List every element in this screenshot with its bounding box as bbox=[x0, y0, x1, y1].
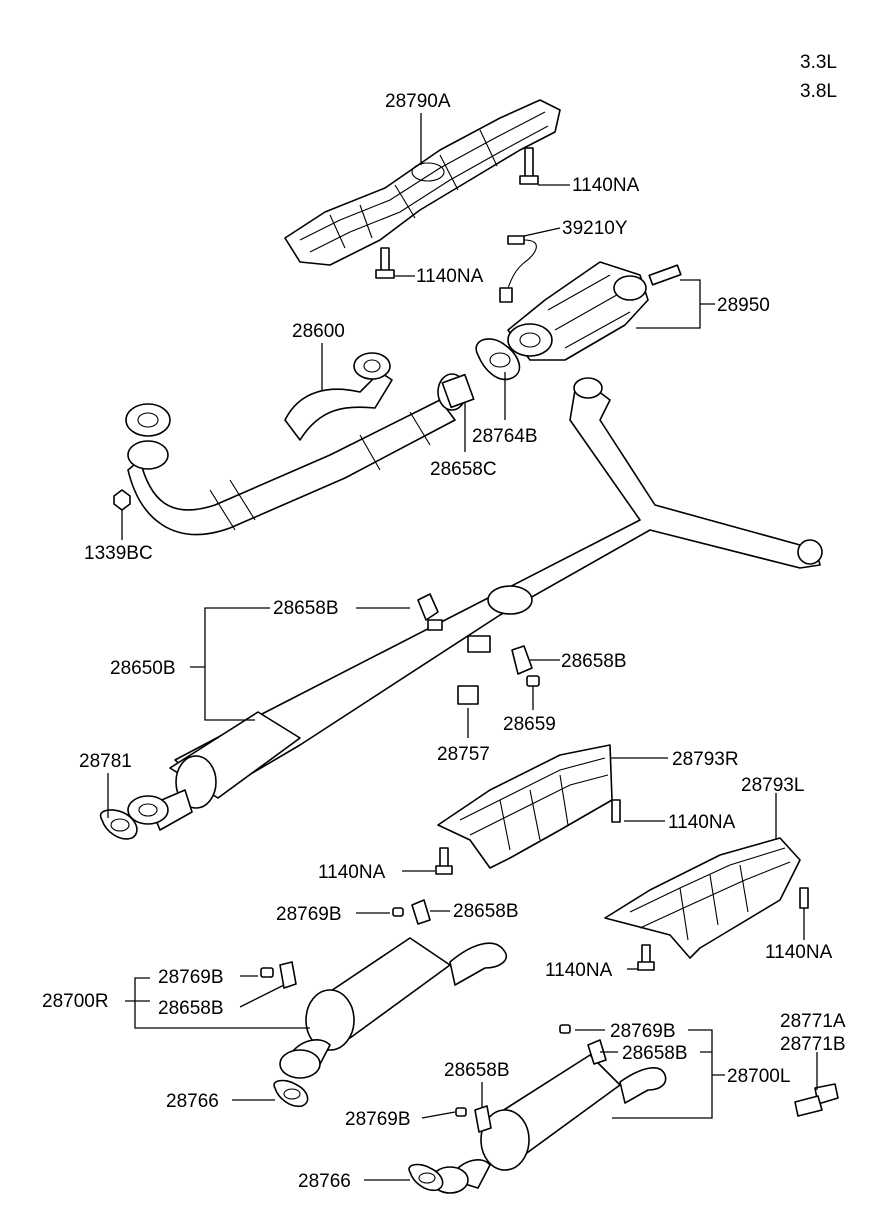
label-28793l: 28793L bbox=[741, 775, 804, 796]
heat-shield-upper-drawing bbox=[284, 99, 561, 266]
engine-3-3l: 3.3L bbox=[800, 52, 837, 73]
hanger-r-parts-drawing bbox=[260, 899, 431, 989]
heat-shield-rear-r-drawing bbox=[437, 744, 621, 869]
label-28658b-r-top: 28658B bbox=[453, 901, 519, 922]
heat-shield-rear-l-drawing bbox=[604, 837, 809, 959]
label-28950: 28950 bbox=[717, 295, 770, 316]
bracket-drawing bbox=[794, 1083, 839, 1117]
engine-3-8l: 3.8L bbox=[800, 81, 837, 102]
label-1339bc: 1339BC bbox=[84, 543, 153, 564]
hanger-l-parts-drawing bbox=[455, 1024, 607, 1133]
labels: 3.3L 3.8L 28790A 1140NA 1140NA 39210Y 28… bbox=[42, 52, 846, 1192]
gasket-front-drawing bbox=[475, 338, 521, 381]
catalytic-converter-drawing bbox=[507, 261, 682, 361]
label-28781: 28781 bbox=[79, 751, 132, 772]
label-28658b-center-left: 28658B bbox=[273, 598, 339, 619]
hanger-center-right-drawing bbox=[511, 645, 533, 675]
front-pipe-drawing bbox=[125, 352, 475, 536]
leader-lines bbox=[107, 113, 818, 1181]
damper-drawing bbox=[457, 635, 491, 705]
label-28766-r: 28766 bbox=[166, 1091, 219, 1112]
label-28766-l: 28766 bbox=[298, 1171, 351, 1192]
label-28764b: 28764B bbox=[472, 426, 538, 447]
label-28790a: 28790A bbox=[385, 91, 451, 112]
label-28659: 28659 bbox=[503, 714, 556, 735]
label-39210y: 39210Y bbox=[562, 218, 628, 239]
bushing-drawing bbox=[526, 675, 540, 687]
bolt-upper-right-drawing bbox=[519, 147, 539, 185]
label-28769b-l-mid: 28769B bbox=[345, 1109, 411, 1130]
gasket-center-drawing bbox=[99, 809, 138, 840]
label-28600: 28600 bbox=[292, 321, 345, 342]
nut-drawing bbox=[113, 489, 131, 511]
bolt-shield-r-left-drawing bbox=[435, 847, 453, 875]
label-28700r: 28700R bbox=[42, 991, 109, 1012]
label-28658c: 28658C bbox=[430, 459, 497, 480]
bolt-shield-l-left-drawing bbox=[637, 944, 655, 971]
label-28650b: 28650B bbox=[110, 658, 176, 679]
label-28771a: 28771A bbox=[780, 1011, 846, 1032]
label-1140na-upper-left: 1140NA bbox=[416, 266, 484, 287]
label-28658b-l-top: 28658B bbox=[622, 1043, 688, 1064]
bolt-upper-left-drawing bbox=[375, 247, 395, 279]
label-28769b-r-mid: 28769B bbox=[158, 967, 224, 988]
label-1140na-shield-r-right: 1140NA bbox=[668, 812, 736, 833]
label-28769b-l-top: 28769B bbox=[610, 1021, 676, 1042]
label-1140na-upper-right: 1140NA bbox=[572, 175, 640, 196]
oxygen-sensor-drawing bbox=[499, 235, 537, 303]
label-28793r: 28793R bbox=[672, 749, 739, 770]
label-1140na-shield-r-left: 1140NA bbox=[318, 862, 386, 883]
label-28658b-l-mid: 28658B bbox=[444, 1060, 510, 1081]
muffler-r-drawing bbox=[273, 937, 507, 1108]
label-28757: 28757 bbox=[437, 744, 490, 765]
label-1140na-shield-l-right: 1140NA bbox=[765, 942, 833, 963]
label-28771b: 28771B bbox=[780, 1034, 846, 1055]
label-28769b-r-top: 28769B bbox=[276, 904, 342, 925]
label-28700l: 28700L bbox=[727, 1066, 790, 1087]
label-28658b-center-right: 28658B bbox=[561, 651, 627, 672]
label-1140na-shield-l-left: 1140NA bbox=[545, 960, 613, 981]
muffler-l-drawing bbox=[408, 1054, 667, 1194]
hanger-center-left-drawing bbox=[417, 593, 443, 631]
center-pipe-drawing bbox=[127, 377, 823, 831]
label-28658b-r-mid: 28658B bbox=[158, 998, 224, 1019]
